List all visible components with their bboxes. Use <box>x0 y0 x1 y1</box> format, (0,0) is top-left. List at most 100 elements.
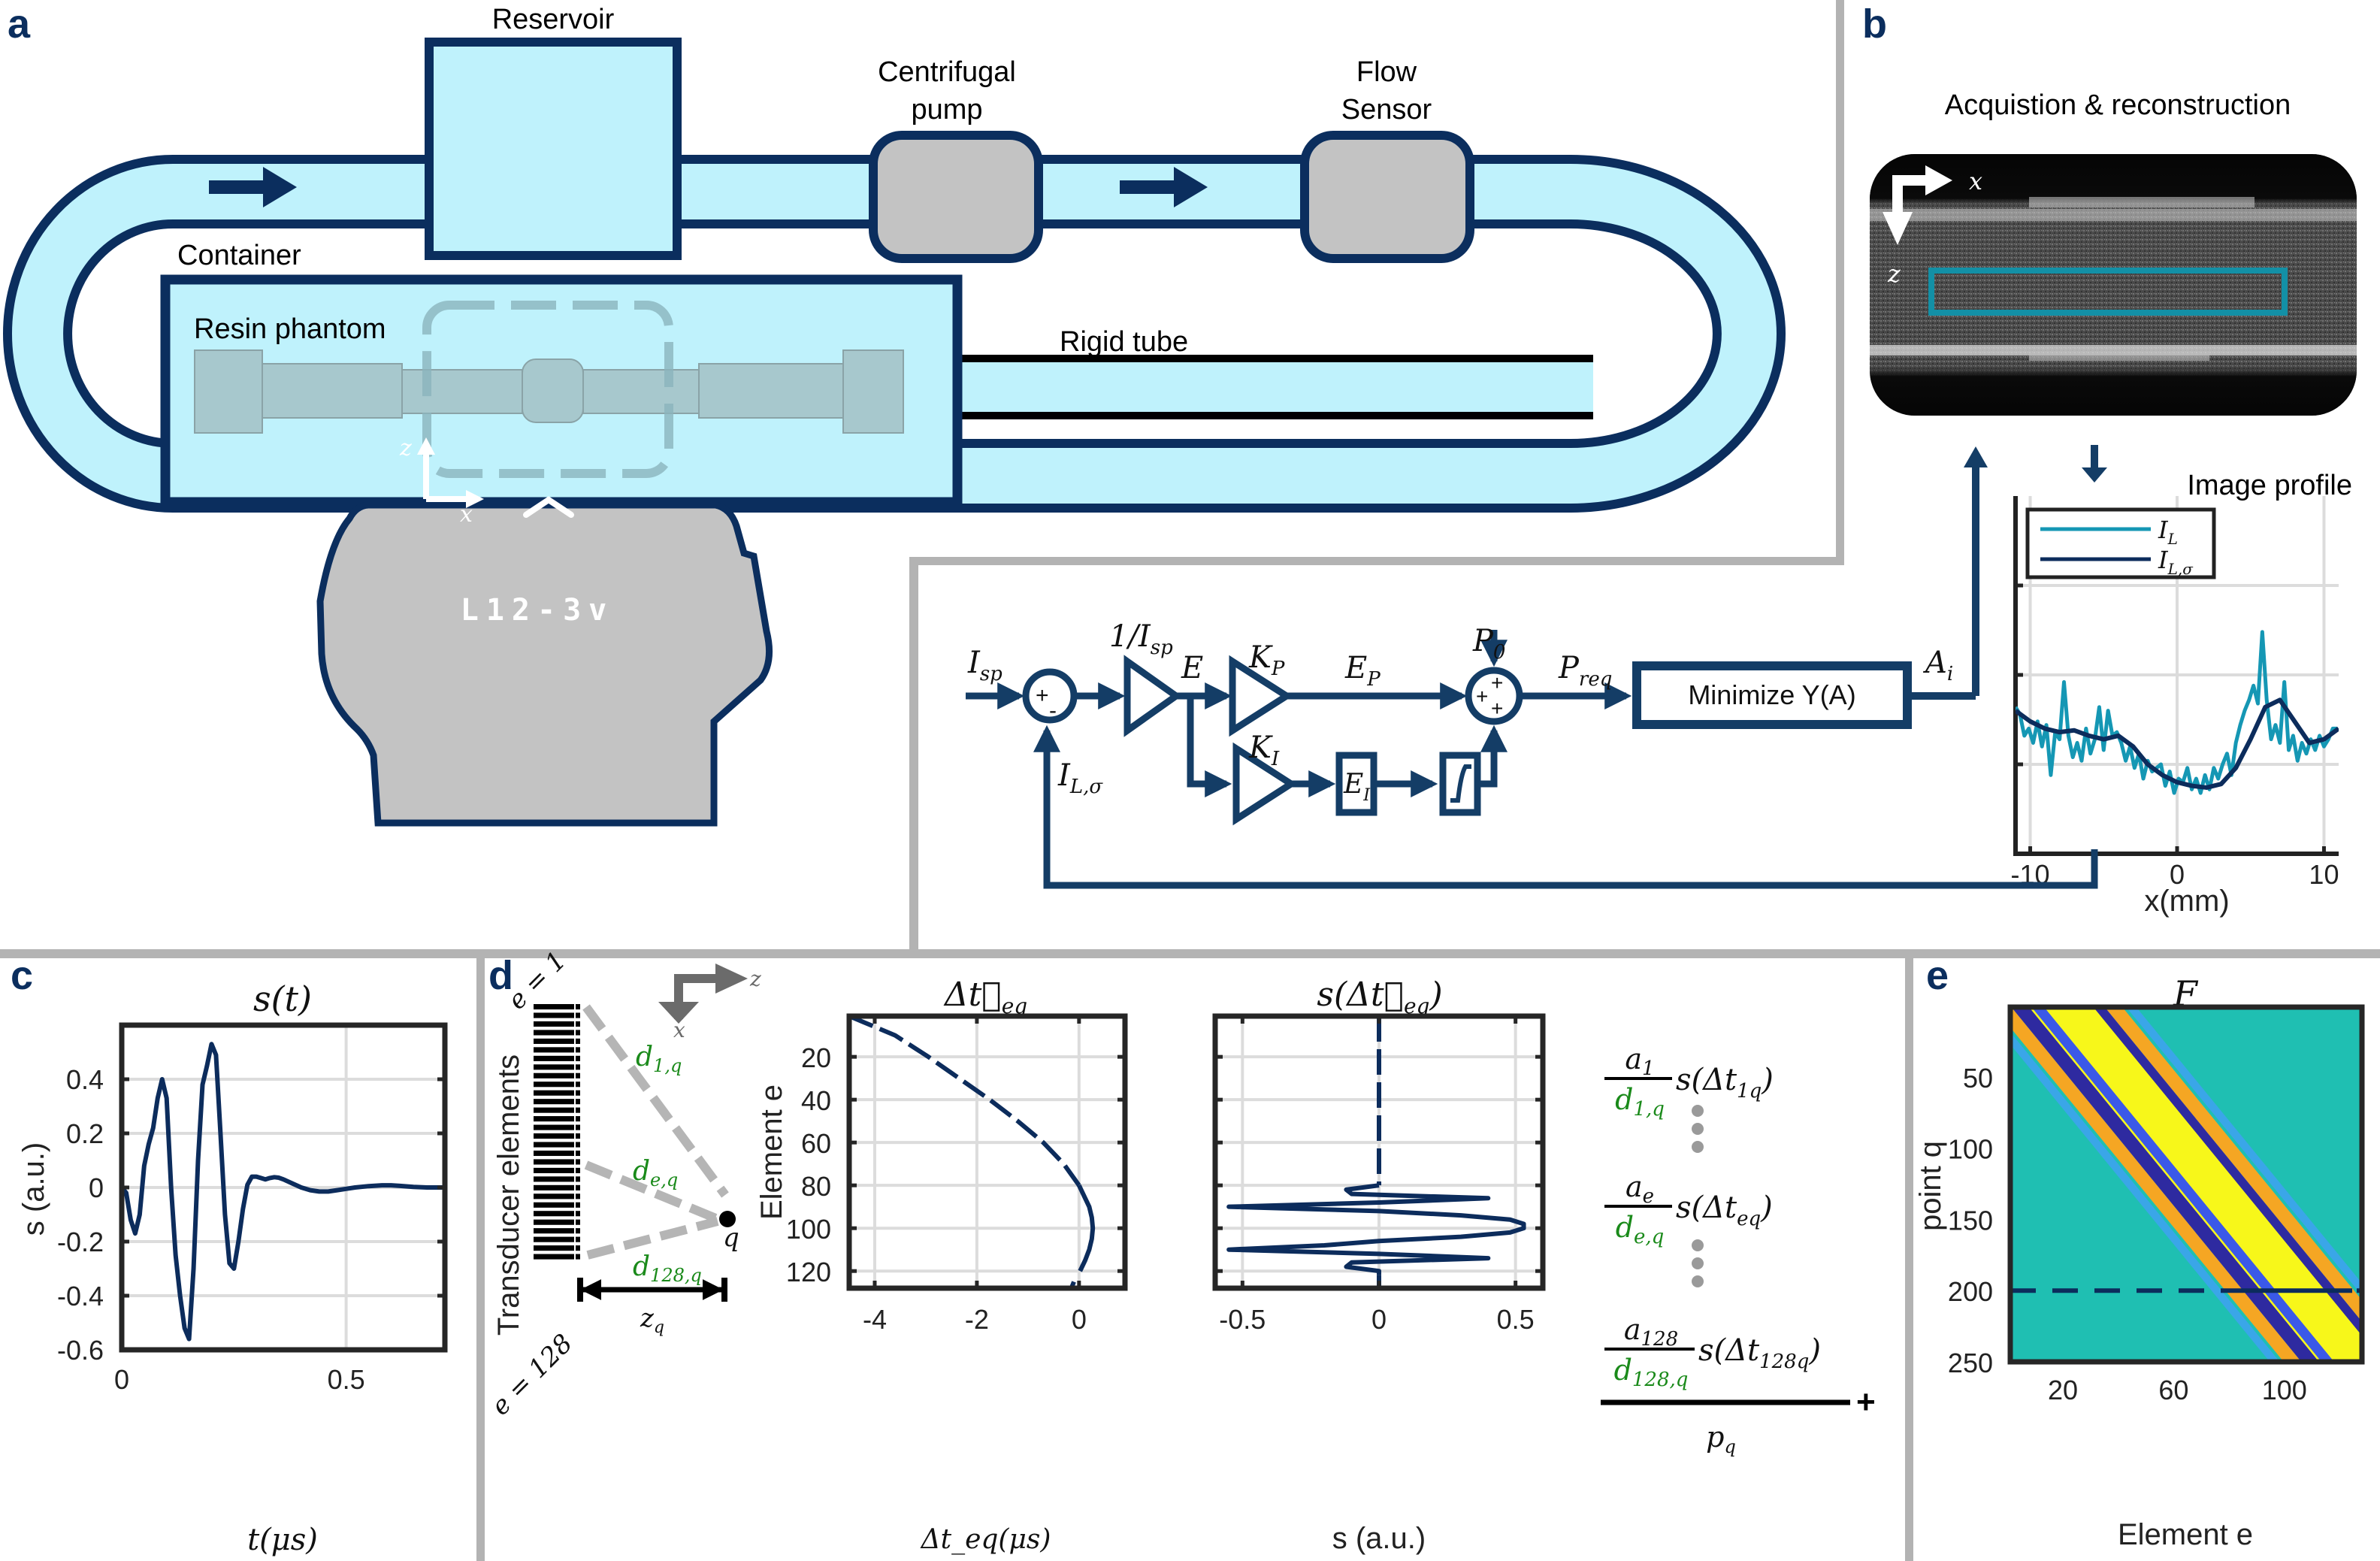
profile-axes-frame <box>2013 496 2339 856</box>
sum-term-close: ) <box>1808 1333 1821 1368</box>
control-diagram <box>966 630 2098 889</box>
distance-lines <box>582 1004 729 1260</box>
point-q-marker <box>719 1211 736 1227</box>
transducer-element <box>534 1150 580 1157</box>
transducer-element <box>534 1228 580 1234</box>
profile-xtick-label: 10 <box>2309 859 2339 890</box>
label-ei: EI <box>1343 769 1371 805</box>
sum-term-numerator: a128 <box>1624 1313 1678 1351</box>
sum-term-num-sub: 1 <box>1642 1057 1655 1080</box>
sum-term-den-sub: 1,q <box>1633 1098 1664 1121</box>
sum-term-den-base: d <box>1615 1083 1633 1116</box>
chart-d1-ytick-label: 100 <box>786 1214 831 1245</box>
chart-e-xtick-label: 100 <box>2262 1375 2307 1405</box>
label-kp: KP <box>1248 640 1285 680</box>
transducer-element <box>534 1211 580 1217</box>
heatmap-band-stripe <box>2031 1007 2334 1362</box>
sum-term-function: s(Δt1q) <box>1676 1063 1774 1103</box>
transducer-element <box>534 1047 580 1053</box>
probe-axis-x-label: x <box>460 501 473 528</box>
chart-c-ytick-label: 0.4 <box>66 1064 104 1095</box>
dist-label-1: d1,q <box>636 1042 682 1076</box>
sum-term-num-base: a <box>1625 1170 1643 1203</box>
ultrasound-image <box>1870 154 2357 416</box>
chart-c-title: s(t) <box>253 979 312 1019</box>
beamforming-sum: a1d1,qs(Δt1q)aede,qs(Δteq)a128d128,qs(Δt… <box>1601 1042 1876 1457</box>
chart-d1-ytick-label: 80 <box>801 1171 831 1202</box>
panel-letter-e: e <box>1926 953 1949 998</box>
chart-d2-xtick-label: -0.5 <box>1219 1304 1266 1335</box>
signal-arrows <box>1964 445 2107 696</box>
pump-label-line1: Centrifugal <box>878 56 1016 88</box>
chart-e-frame <box>2007 1004 2365 1365</box>
probe-axis-z-label: z <box>399 435 412 461</box>
reservoir-box <box>425 38 682 260</box>
sum-term-den-base: d <box>1616 1211 1634 1244</box>
sum-term-function: s(Δt128q) <box>1698 1333 1821 1373</box>
chart-d1-series-dashed <box>849 1016 1081 1187</box>
control-labels: Isp + - 1/Isp E KP EP P0 + + + Preq Mini… <box>967 619 1953 805</box>
divider-top-bottom <box>0 949 2380 958</box>
transducer-element <box>534 1219 580 1225</box>
sum-term-denominator: d128,q <box>1614 1354 1689 1391</box>
panel-b: b Acquistion & reconstruction x z <box>966 2 2357 918</box>
heatmap-band-stripe <box>2022 1007 2362 1362</box>
chart-c-ylabel: s (a.u.) <box>17 1142 50 1236</box>
d-axis-z-label: z <box>749 967 761 991</box>
ellipsis-dot <box>1692 1123 1704 1135</box>
chart-d1-ytick-label: 20 <box>801 1042 831 1073</box>
sum-term-numerator: a1 <box>1625 1042 1654 1080</box>
ellipsis-dot <box>1692 1257 1704 1269</box>
transducer-element <box>534 1004 580 1010</box>
chart-e-xlabel: Element e <box>2118 1518 2253 1551</box>
chart-d1-xlabel: Δt_eq(μs) <box>920 1524 1051 1555</box>
sensor-label-line2: Sensor <box>1341 94 1432 126</box>
sum2-plus-bottom: + <box>1491 697 1503 720</box>
centrifugal-pump-box <box>869 131 1043 263</box>
sum-result: pq <box>1706 1420 1736 1457</box>
ellipsis-dot <box>1692 1275 1704 1287</box>
sum-term-denominator: de,q <box>1616 1211 1665 1248</box>
sum-term-den-sub: 128,q <box>1632 1369 1689 1391</box>
transducer-element <box>534 1176 580 1182</box>
chart-d2-xlabel: s (a.u.) <box>1332 1522 1426 1555</box>
feedback-wire <box>1033 725 2098 889</box>
sum-term-func: s(Δt <box>1698 1333 1760 1368</box>
image-axes-icon <box>1883 165 1952 245</box>
sum-term-num-sub: 128 <box>1641 1328 1679 1351</box>
divider-de <box>1905 949 1913 1561</box>
ultrasound-probe: L12-3v <box>316 496 773 827</box>
transducer-element <box>534 1193 580 1199</box>
chart-c-ytick-label: -0.2 <box>57 1227 104 1257</box>
panel-a: a Rigid tube Reservoir Centrifugal pump <box>3 2 1786 827</box>
probe-center-mark-icon <box>523 496 574 518</box>
sum-term-num-base: a <box>1624 1313 1641 1346</box>
flow-sensor-box <box>1300 131 1474 263</box>
chart-d1-xtick-label: 0 <box>1072 1304 1087 1335</box>
transducer-element <box>534 1202 580 1208</box>
sum-plus-icon: + <box>1856 1384 1876 1420</box>
transducer-element <box>534 1167 580 1173</box>
divider-ab-horizontal <box>909 557 1844 565</box>
image-axis-z-label: z <box>1887 259 1901 288</box>
imaging-field-outline <box>422 301 673 478</box>
pump-label-line2: pump <box>911 94 982 126</box>
sensor-label-line1: Flow <box>1356 56 1417 88</box>
rigid-tube-label: Rigid tube <box>1060 326 1188 358</box>
sum-term-num-sub: e <box>1643 1185 1654 1208</box>
d-axis-x-label: x <box>673 1018 685 1042</box>
sum-term-num-base: a <box>1625 1042 1642 1075</box>
transducer-element <box>534 1116 580 1122</box>
sum-result-sub: q <box>1724 1436 1735 1457</box>
acquisition-title: Acquistion & reconstruction <box>1945 89 2291 121</box>
label-error: E <box>1181 651 1203 685</box>
chart-d1-ylabel: Element e <box>755 1085 788 1220</box>
transducer-element <box>534 1107 580 1113</box>
transducer-element <box>534 1012 580 1018</box>
chart-d1-xtick-label: -4 <box>863 1304 887 1335</box>
divider-ab-vertical <box>1836 0 1844 565</box>
profile-legend <box>2025 507 2216 579</box>
transducer-element <box>534 1038 580 1044</box>
